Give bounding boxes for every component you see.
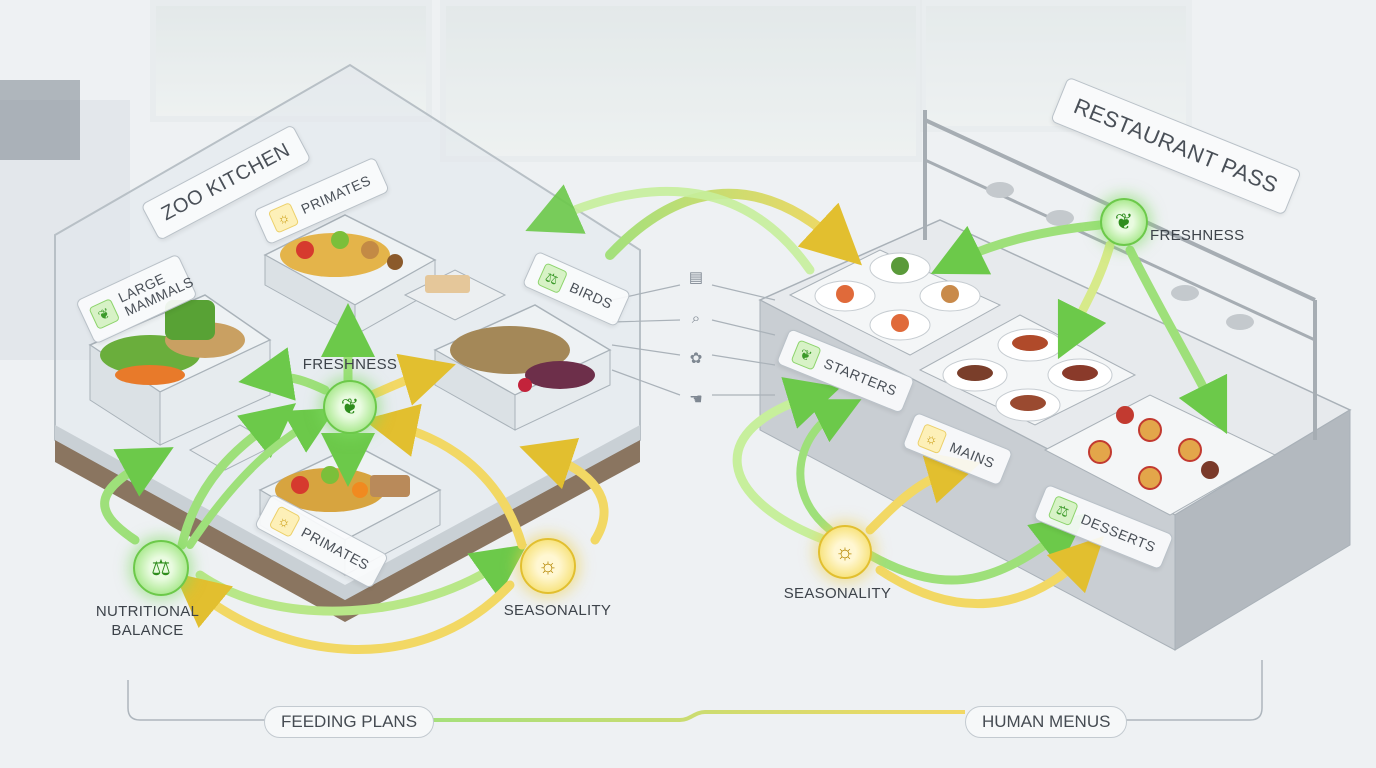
scale-icon: ⚖ <box>1047 495 1079 527</box>
sun-icon: ☼ <box>268 505 302 538</box>
bridge-arrow-top-return <box>525 184 815 275</box>
clipboard-icon: ▤ <box>688 269 704 286</box>
zoo-seasonality-node: ☼ <box>520 538 576 594</box>
rest-arrow-freshness-to-mains <box>1057 240 1115 360</box>
footer-bracket-left <box>127 680 265 721</box>
rest-arrow-seasonality-to-desserts <box>865 513 1087 585</box>
background-window-center <box>440 0 922 162</box>
sun-icon: ☼ <box>916 423 948 455</box>
zoo-arrow-nutrition-center <box>186 408 336 549</box>
leaf-icon: ❦ <box>790 339 822 371</box>
leaf-icon: ❦ <box>88 298 121 330</box>
sun-icon: ☼ <box>834 539 856 564</box>
rest-arrow-seasonality-to-starters <box>732 377 841 545</box>
sprout-icon: ✿ <box>689 350 703 367</box>
zoo-arrow-freshness-to-birds <box>367 353 456 406</box>
zoo-arrow-seasonality-to-center <box>363 403 527 550</box>
zoo-nutritional-balance-caption: NUTRITIONAL BALANCE <box>95 603 200 639</box>
zoo-arrow-seasonality-to-birds <box>519 437 609 545</box>
hand-icon: ☚ <box>689 391 703 408</box>
zoo-seasonality-caption: SEASONALITY <box>503 602 612 619</box>
zoo-arrow-nutrition-to-seasonality <box>195 544 528 616</box>
restaurant-freshness-node: ❦ <box>1100 198 1148 246</box>
scale-icon: ⚖ <box>151 555 171 580</box>
tray-mains <box>918 314 1137 426</box>
footer-feeding-plans-text: FEEDING PLANS <box>281 712 418 731</box>
rest-arrow-seasonality-to-desserts-2 <box>875 535 1105 608</box>
rest-arrow-seasonality-to-starters-2 <box>796 399 862 534</box>
restaurant-freshness-caption: FRESHNESS <box>1150 227 1245 244</box>
tray-desserts <box>1043 394 1277 516</box>
bridge-arrow-top <box>605 188 862 266</box>
footer-feeding-plans: FEEDING PLANS <box>264 706 435 738</box>
rest-arrow-freshness-to-desserts <box>1125 245 1228 435</box>
zoo-arrow-nutrition-to-mammals <box>177 403 297 550</box>
restaurant-seasonality-node: ☼ <box>818 525 872 579</box>
footer-connector <box>420 710 965 722</box>
zoo-nutritional-balance-node: ⚖ <box>133 540 189 596</box>
background-monitor <box>0 80 80 160</box>
zoo-arrow-nutrition-up <box>100 447 174 545</box>
magnifier-icon: ⌕ <box>691 309 701 327</box>
footer-human-menus: HUMAN MENUS <box>965 706 1128 738</box>
zoo-freshness-node: ❦ <box>323 380 377 434</box>
restaurant-seasonality-caption: SEASONALITY <box>783 585 892 602</box>
zoo-arrow-seasonality-to-nutrition <box>174 572 515 654</box>
footer-human-menus-text: HUMAN MENUS <box>982 712 1111 731</box>
rest-arrow-seasonality-to-mains <box>865 451 981 535</box>
scale-icon: ⚖ <box>536 262 569 295</box>
leaf-icon: ❦ <box>1114 209 1134 234</box>
rest-arrow-freshness-to-starters <box>930 220 1105 275</box>
tray-starters <box>788 249 1002 356</box>
label-birds-text: BIRDS <box>567 278 616 313</box>
sun-icon: ☼ <box>537 553 559 578</box>
label-mains-text: MAINS <box>947 438 997 472</box>
zoo-arrow-freshness-to-mammals <box>238 347 330 401</box>
sun-icon: ☼ <box>267 201 300 234</box>
zoo-freshness-caption: FRESHNESS <box>302 356 398 373</box>
footer-bracket-right <box>1110 660 1263 721</box>
leaf-icon: ❦ <box>340 394 360 419</box>
